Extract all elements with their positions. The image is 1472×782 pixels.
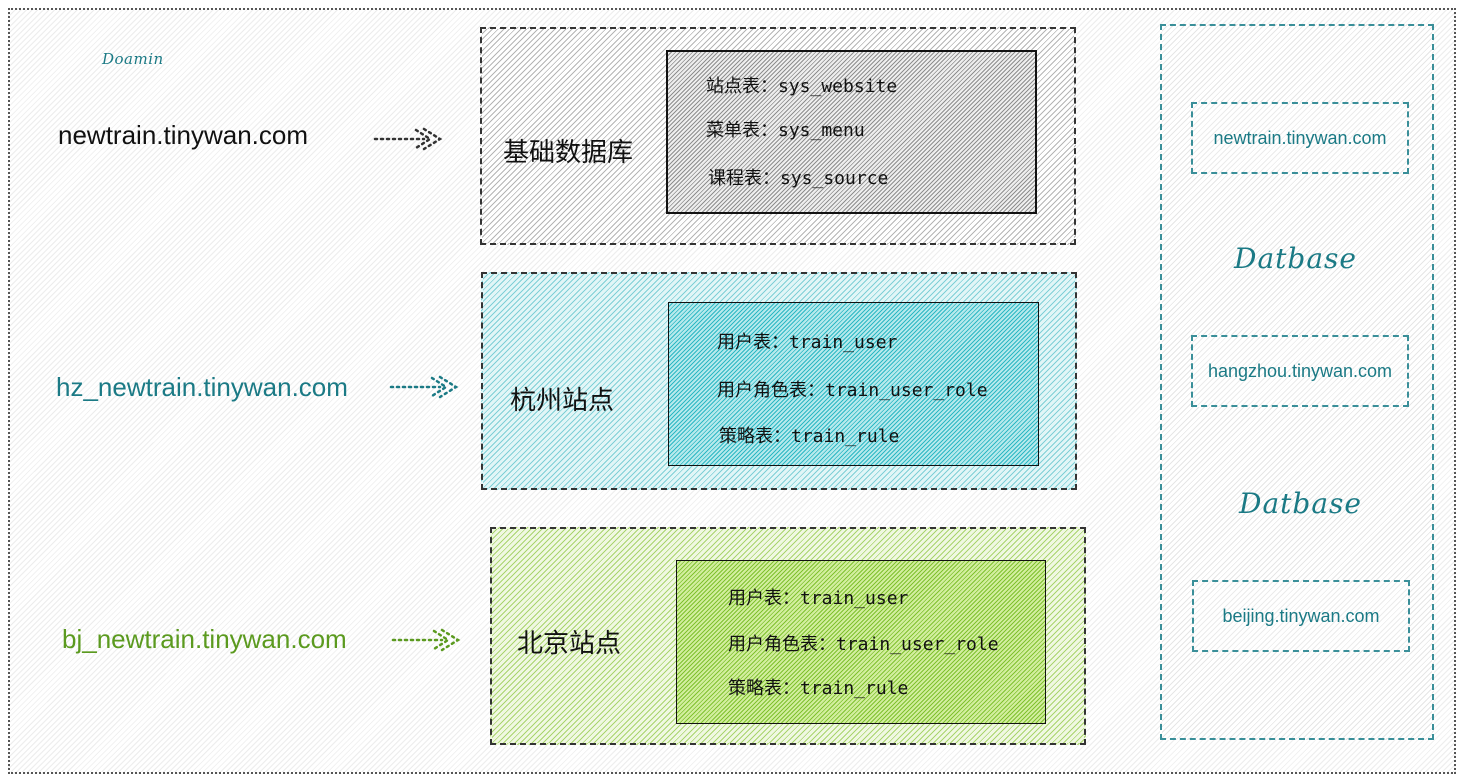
table-name: train_user: [800, 588, 909, 609]
table-label: 用户表：: [717, 332, 789, 353]
beijing-database-title: 北京站点: [517, 629, 622, 659]
table-row: 用户表：train_user: [728, 584, 908, 610]
table-name: sys_website: [778, 76, 898, 97]
table-row: 站点表：sys_website: [706, 72, 897, 98]
table-name: train_user: [789, 332, 898, 353]
host-beijing: beijing.tinywan.com: [1192, 580, 1410, 652]
domain-beijing: bj_newtrain.tinywan.com: [62, 624, 347, 654]
table-label: 站点表：: [706, 76, 778, 97]
table-label: 用户角色表：: [717, 380, 825, 401]
table-row: 用户角色表：train_user_role: [728, 630, 999, 656]
table-row: 用户表：train_user: [717, 328, 897, 354]
domain-caption: Doamin: [102, 50, 164, 68]
table-row: 菜单表：sys_menu: [706, 116, 865, 142]
arrow-icon: [391, 628, 461, 652]
arrow-icon: [373, 127, 443, 151]
host-main: newtrain.tinywan.com: [1191, 102, 1409, 174]
table-name: sys_menu: [778, 120, 865, 141]
table-label: 课程表：: [708, 168, 780, 189]
database-label: Datbase: [1239, 487, 1362, 520]
table-name: train_rule: [800, 678, 909, 699]
table-row: 策略表：train_rule: [719, 422, 899, 448]
table-row: 用户角色表：train_user_role: [717, 376, 988, 402]
table-name: sys_source: [780, 168, 889, 189]
base-database-title: 基础数据库: [503, 138, 634, 168]
host-hangzhou: hangzhou.tinywan.com: [1191, 335, 1409, 407]
table-label: 菜单表：: [706, 120, 778, 141]
base-tables-box: 站点表：sys_website 菜单表：sys_menu 课程表：sys_sou…: [666, 50, 1037, 214]
table-row: 课程表：sys_source: [708, 164, 888, 190]
table-name: train_user_role: [825, 380, 988, 401]
domain-hangzhou: hz_newtrain.tinywan.com: [56, 372, 348, 402]
table-row: 策略表：train_rule: [728, 674, 908, 700]
table-label: 策略表：: [719, 426, 791, 447]
hangzhou-database-title: 杭州站点: [510, 386, 615, 416]
domain-main: newtrain.tinywan.com: [58, 120, 308, 150]
beijing-tables-box: 用户表：train_user 用户角色表：train_user_role 策略表…: [676, 560, 1046, 724]
table-name: train_rule: [791, 426, 900, 447]
database-label: Datbase: [1234, 242, 1357, 275]
table-label: 用户表：: [728, 588, 800, 609]
arrow-icon: [389, 375, 459, 399]
table-label: 用户角色表：: [728, 634, 836, 655]
table-label: 策略表：: [728, 678, 800, 699]
hangzhou-tables-box: 用户表：train_user 用户角色表：train_user_role 策略表…: [668, 302, 1039, 466]
table-name: train_user_role: [836, 634, 999, 655]
